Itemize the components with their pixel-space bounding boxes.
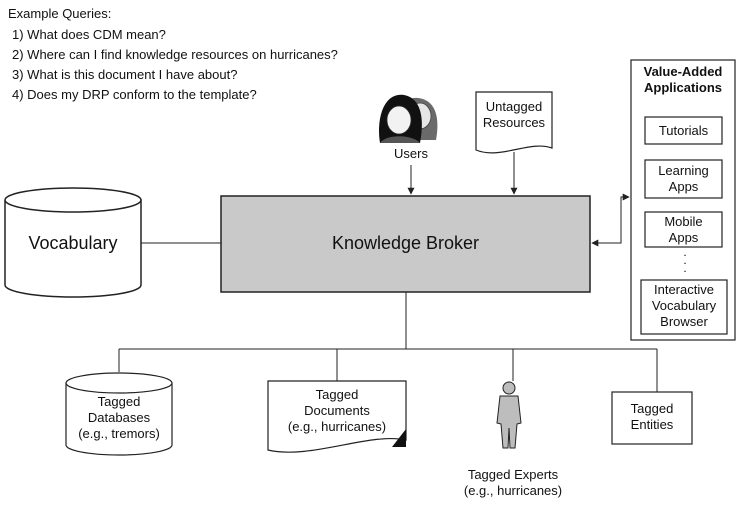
tutorials-label: Tutorials — [658, 123, 709, 138]
mobile-line2: Apps — [668, 230, 699, 245]
tagged-documents-line2: Documents — [304, 403, 370, 418]
tree-connectors — [118, 292, 658, 392]
interactive-browser-label: Interactive Vocabulary Browser — [641, 282, 727, 330]
untagged-resources-label: Untagged Resources — [476, 99, 552, 131]
query-item: 4) Does my DRP conform to the template? — [12, 87, 257, 102]
users-icon — [379, 94, 438, 143]
tagged-experts-line2: (e.g., hurricanes) — [463, 483, 563, 498]
tagged-databases-line2: Databases — [87, 410, 151, 425]
queries-title: Example Queries: — [8, 6, 112, 21]
untagged-line1: Untagged — [485, 99, 543, 114]
interactive-line1: Interactive — [654, 282, 714, 297]
expert-person-icon — [496, 381, 522, 449]
mobile-apps-label: Mobile Apps — [645, 214, 722, 246]
query-item: 3) What is this document I have about? — [12, 67, 238, 82]
tagged-entities-line2: Entities — [630, 417, 674, 432]
users-label: Users — [394, 146, 428, 161]
knowledge-broker-box — [220, 195, 591, 293]
apps-title-line2: Applications — [643, 80, 722, 95]
tagged-experts-label: Tagged Experts (e.g., hurricanes) — [433, 467, 593, 499]
query-item: 1) What does CDM mean? — [12, 27, 166, 42]
tagged-documents-line1: Tagged — [315, 387, 359, 402]
untagged-line2: Resources — [482, 115, 546, 130]
tagged-documents-line3: (e.g., hurricanes) — [287, 419, 387, 434]
mobile-line1: Mobile — [664, 214, 703, 229]
interactive-line2: Vocabulary — [651, 298, 717, 313]
vocabulary-cylinder — [4, 187, 142, 298]
tagged-experts-line1: Tagged Experts — [467, 467, 559, 482]
learning-line2: Apps — [668, 179, 699, 194]
apps-title: Value-Added Applications — [631, 64, 735, 96]
untagged-resources-shape — [475, 91, 553, 154]
apps-connector — [591, 193, 630, 247]
learning-apps-label: Learning Apps — [645, 163, 722, 195]
tutorials-box — [644, 116, 723, 145]
knowledge-broker-label: Knowledge Broker — [331, 233, 480, 253]
tagged-documents-label: Tagged Documents (e.g., hurricanes) — [268, 387, 406, 435]
tagged-entities-line1: Tagged — [630, 401, 674, 416]
vocabulary-label: Vocabulary — [28, 233, 118, 253]
query-item: 2) Where can I find knowledge resources … — [12, 47, 338, 62]
mobile-apps-box — [644, 211, 723, 248]
tagged-entities-box — [611, 391, 693, 445]
learning-line1: Learning — [658, 163, 709, 178]
tagged-databases-line1: Tagged — [97, 394, 141, 409]
tagged-databases-label: Tagged Databases (e.g., tremors) — [66, 394, 172, 442]
tagged-databases-line3: (e.g., tremors) — [78, 426, 160, 441]
interactive-line3: Browser — [660, 314, 708, 329]
document-corner-mark — [392, 429, 406, 447]
learning-apps-box — [644, 159, 723, 199]
apps-title-line1: Value-Added — [643, 64, 723, 79]
tagged-databases-cylinder — [65, 372, 173, 456]
interactive-browser-box — [640, 279, 728, 335]
apps-ellipsis: . . . — [683, 245, 687, 275]
tagged-entities-label: Tagged Entities — [612, 401, 692, 433]
